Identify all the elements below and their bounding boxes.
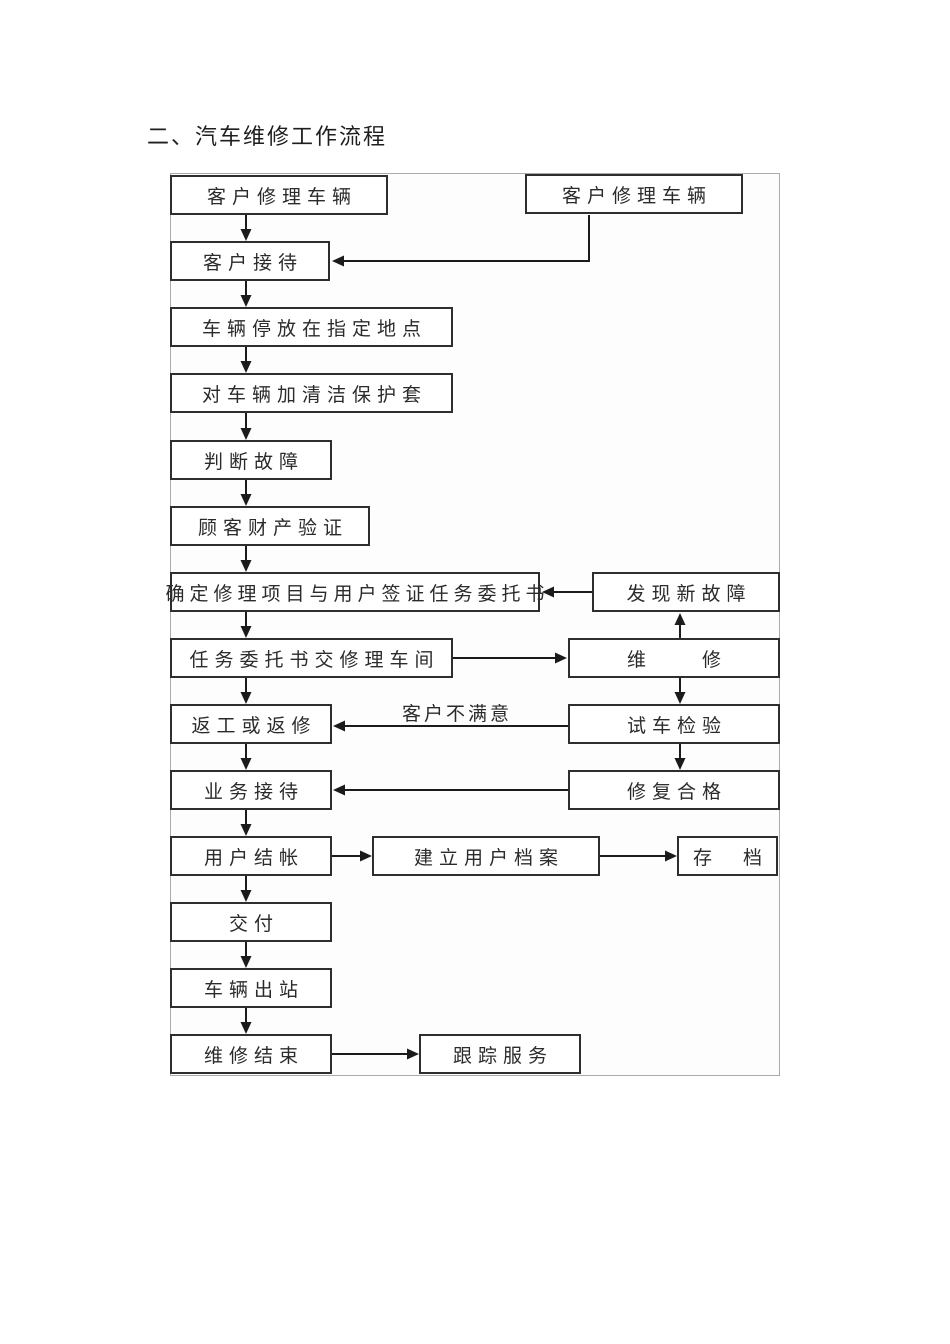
node-confirm-repair-items: 确定修理项目与用户签证任务委托书	[166, 572, 545, 612]
node-repair-qualified: 修复合格	[568, 770, 780, 810]
node-vehicle-exit: 车辆出站	[170, 968, 332, 1008]
node-customer-repair-left: 客户修理车辆	[170, 175, 388, 215]
node-test-inspection: 试车检验	[568, 704, 780, 744]
node-property-verification: 顾客财产验证	[170, 506, 370, 546]
node-judge-fault: 判断故障	[170, 440, 332, 480]
node-repair: 维 修	[568, 638, 780, 678]
node-task-to-workshop: 任务委托书交修理车间	[170, 638, 453, 678]
node-delivery: 交付	[170, 902, 332, 942]
node-business-reception: 业务接待	[170, 770, 332, 810]
node-repair-finished: 维修结束	[170, 1034, 332, 1074]
page-title: 二、汽车维修工作流程	[147, 124, 388, 149]
node-archive: 存 档	[677, 836, 778, 876]
node-create-user-file: 建立用户档案	[372, 836, 600, 876]
node-customer-repair-right: 客户修理车辆	[525, 174, 743, 214]
node-user-checkout: 用户结帐	[170, 836, 332, 876]
node-follow-up-service: 跟踪服务	[419, 1034, 581, 1074]
node-new-fault-found: 发现新故障	[592, 572, 780, 612]
node-customer-reception: 客户接待	[170, 241, 330, 281]
node-rework: 返工或返修	[170, 704, 332, 744]
edge-label-customer-unsatisfied: 客户不满意	[401, 704, 512, 725]
node-vehicle-parked: 车辆停放在指定地点	[170, 307, 453, 347]
node-protective-cover: 对车辆加清洁保护套	[170, 373, 453, 413]
